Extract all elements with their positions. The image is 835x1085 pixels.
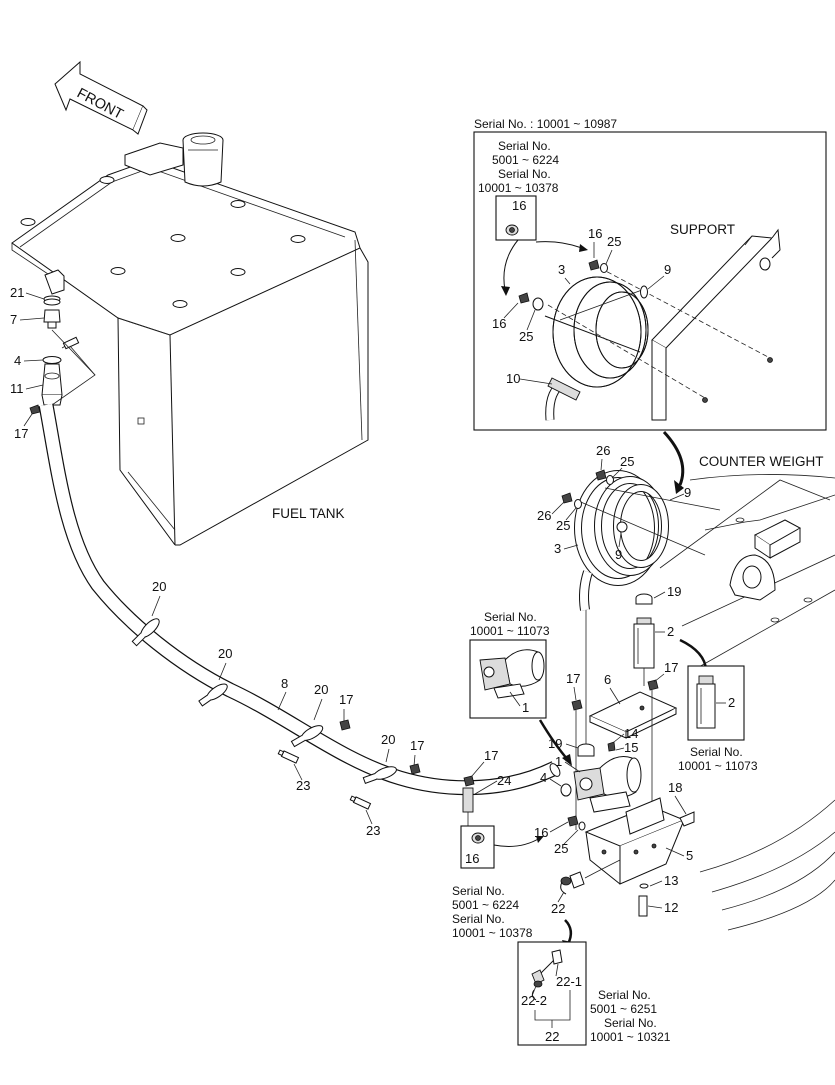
callout-20c: 20 bbox=[314, 682, 328, 697]
callout-22-1: 22-1 bbox=[556, 974, 582, 989]
callout-14: 14 bbox=[624, 726, 638, 741]
front-arrow-icon: FRONT bbox=[54, 60, 148, 135]
support-label: SUPPORT bbox=[670, 222, 735, 237]
callout-19a: 19 bbox=[667, 584, 681, 599]
inset-panel-early-serial bbox=[473, 131, 827, 431]
callout-22-inset: 22 bbox=[545, 1029, 559, 1044]
serial-pump-b: 10001 ~ 11073 bbox=[470, 624, 550, 638]
callout-20d: 20 bbox=[381, 732, 395, 747]
callout-26b: 26 bbox=[537, 508, 551, 523]
callout-4a: 4 bbox=[14, 353, 21, 368]
serial-inset16-bottom-d: 10001 ~ 10378 bbox=[452, 926, 533, 940]
pump-inset-drawing bbox=[479, 649, 545, 699]
callout-25d: 25 bbox=[556, 518, 570, 533]
outlet-fittings bbox=[29, 295, 96, 415]
callout-11: 11 bbox=[10, 381, 24, 396]
serial-hose22-b: 5001 ~ 6251 bbox=[590, 1002, 657, 1016]
serial-inset16-top-c: Serial No. bbox=[498, 167, 551, 181]
hose-22 bbox=[560, 859, 621, 895]
callout-22: 22 bbox=[551, 901, 565, 916]
inset-bolt-16-top bbox=[495, 195, 537, 241]
callout-25a: 25 bbox=[607, 234, 621, 249]
callout-3b: 3 bbox=[554, 541, 561, 556]
callout-8: 8 bbox=[281, 676, 288, 691]
callout-2a: 2 bbox=[667, 624, 674, 639]
callout-20a: 20 bbox=[152, 579, 166, 594]
callout-9a: 9 bbox=[664, 262, 671, 277]
support-bracket bbox=[651, 228, 781, 421]
serial-inset16-bottom-a: Serial No. bbox=[452, 884, 505, 898]
callout-18: 18 bbox=[668, 780, 682, 795]
fuel-filter-2 bbox=[633, 593, 655, 686]
counter-weight bbox=[659, 474, 835, 931]
callout-6: 6 bbox=[604, 672, 611, 687]
serial-hose22-c: Serial No. bbox=[604, 1016, 657, 1030]
callout-9c: 9 bbox=[615, 547, 622, 562]
callout-17d: 17 bbox=[484, 748, 498, 763]
hose-inset-drawing bbox=[531, 949, 563, 1001]
serial-top-panel-header: Serial No. : 10001 ~ 10987 bbox=[474, 117, 617, 131]
fuel-pump-1 bbox=[560, 741, 642, 813]
fuel-tank bbox=[11, 132, 369, 546]
callout-16-inset-top: 16 bbox=[512, 198, 526, 213]
callout-9b: 9 bbox=[684, 485, 691, 500]
callout-17a: 17 bbox=[14, 426, 28, 441]
serial-filter-b: 10001 ~ 11073 bbox=[678, 759, 758, 773]
callout-16c: 16 bbox=[534, 825, 548, 840]
callout-17f: 17 bbox=[664, 660, 678, 675]
serial-inset16-top-a: Serial No. bbox=[498, 139, 551, 153]
callout-16a: 16 bbox=[588, 226, 602, 241]
serial-inset16-top-d: 10001 ~ 10378 bbox=[478, 181, 559, 195]
fittings-23 bbox=[277, 749, 372, 810]
callout-24: 24 bbox=[497, 773, 511, 788]
mount-plate-6 bbox=[588, 691, 678, 739]
callout-19b: 19 bbox=[548, 736, 562, 751]
callout-13: 13 bbox=[664, 873, 678, 888]
inset-bolt-16-bottom bbox=[460, 825, 495, 869]
serial-hose22-d: 10001 ~ 10321 bbox=[590, 1030, 671, 1044]
callout-17b: 17 bbox=[339, 692, 353, 707]
callout-16b: 16 bbox=[492, 316, 506, 331]
serial-hose22-a: Serial No. bbox=[598, 988, 651, 1002]
callout-7: 7 bbox=[10, 312, 17, 327]
callout-4b: 4 bbox=[540, 770, 547, 785]
serial-inset16-bottom-b: 5001 ~ 6224 bbox=[452, 898, 519, 912]
hose-clamps-20 bbox=[131, 618, 397, 784]
callout-17c: 17 bbox=[410, 738, 424, 753]
bracket-5 bbox=[584, 797, 695, 885]
callout-23b: 23 bbox=[366, 823, 380, 838]
callout-15: 15 bbox=[624, 740, 638, 755]
serial-inset16-bottom-c: Serial No. bbox=[452, 912, 505, 926]
fuel-hose-8 bbox=[38, 403, 561, 796]
serial-inset16-top-b: 5001 ~ 6224 bbox=[492, 153, 559, 167]
callout-2-inset: 2 bbox=[728, 695, 735, 710]
callout-20b: 20 bbox=[218, 646, 232, 661]
counter-weight-label: COUNTER WEIGHT bbox=[699, 454, 824, 469]
callout-1-inset: 1 bbox=[522, 700, 529, 715]
callout-12: 12 bbox=[664, 900, 678, 915]
serial-filter-a: Serial No. bbox=[690, 745, 743, 759]
fuel-coil-3 bbox=[574, 470, 721, 611]
callout-1: 1 bbox=[555, 754, 562, 769]
callout-25b: 25 bbox=[519, 329, 533, 344]
callout-21: 21 bbox=[10, 285, 24, 300]
serial-pump-a: Serial No. bbox=[484, 610, 537, 624]
callout-22-2: 22-2 bbox=[521, 993, 547, 1008]
fuel-tank-label: FUEL TANK bbox=[272, 506, 345, 521]
callout-26a: 26 bbox=[596, 443, 610, 458]
callout-10: 10 bbox=[506, 371, 520, 386]
callout-16-inset-bottom: 16 bbox=[465, 851, 479, 866]
callout-3a: 3 bbox=[558, 262, 565, 277]
callout-23a: 23 bbox=[296, 778, 310, 793]
callout-17e: 17 bbox=[566, 671, 580, 686]
callout-25e: 25 bbox=[554, 841, 568, 856]
callout-25c: 25 bbox=[620, 454, 634, 469]
callout-5: 5 bbox=[686, 848, 693, 863]
